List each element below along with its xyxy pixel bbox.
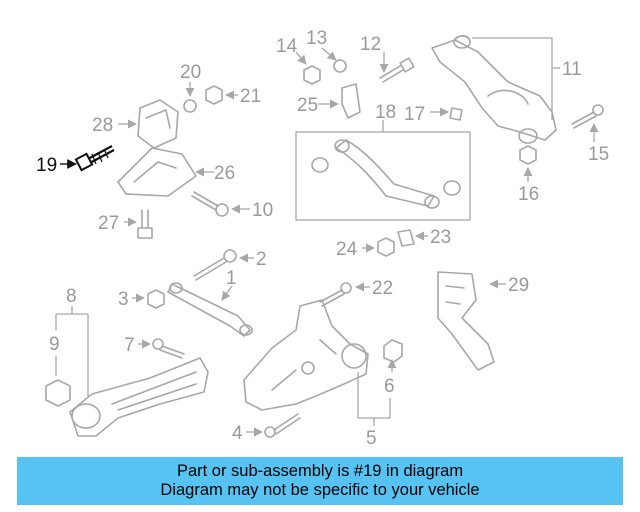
cap-part xyxy=(45,379,71,407)
callout-23: 23 xyxy=(430,227,451,248)
callout-12: 12 xyxy=(360,34,381,55)
bolt-part xyxy=(264,413,301,438)
assembly-box xyxy=(295,131,471,221)
trailing-arm-part xyxy=(69,357,209,437)
bolt-part xyxy=(379,57,415,83)
bolt-part xyxy=(193,249,237,281)
callout-16: 16 xyxy=(518,184,539,205)
callout-5: 5 xyxy=(366,428,377,449)
callout-17: 17 xyxy=(404,104,425,125)
nut-part xyxy=(147,289,165,309)
callout-26: 26 xyxy=(214,163,235,184)
mount-detail xyxy=(145,109,171,129)
link-arm-part xyxy=(311,139,461,209)
callout-15: 15 xyxy=(588,144,609,165)
callout-2: 2 xyxy=(256,249,267,270)
caption-line-1: Part or sub-assembly is #19 in diagram xyxy=(176,462,464,480)
lower-arm-part xyxy=(167,282,253,337)
subframe-mount-part xyxy=(117,147,197,197)
nut-part xyxy=(205,85,223,105)
callout-3: 3 xyxy=(118,289,129,310)
highlighted-bolt-19 xyxy=(74,145,115,172)
callout-9: 9 xyxy=(49,334,60,355)
washer-part xyxy=(183,99,197,113)
bolt-part xyxy=(571,104,604,129)
bracket-part xyxy=(341,83,361,119)
callout-4: 4 xyxy=(232,423,243,444)
callout-20: 20 xyxy=(180,62,201,83)
caption-line-2: Diagram may not be specific to your vehi… xyxy=(160,481,480,499)
callout-18: 18 xyxy=(375,102,396,123)
bolt-part xyxy=(137,209,153,239)
bolt-part xyxy=(191,191,229,217)
nut-part xyxy=(303,65,321,85)
callout-24: 24 xyxy=(336,239,358,260)
bolt-part xyxy=(319,282,352,307)
callout-10: 10 xyxy=(252,200,273,221)
callout-29: 29 xyxy=(508,275,529,296)
callout-8: 8 xyxy=(66,286,77,307)
callout-1: 1 xyxy=(226,268,237,289)
nut-part xyxy=(377,237,395,257)
bushing-part xyxy=(519,145,537,165)
control-arm-part xyxy=(431,34,557,144)
mount-part xyxy=(137,99,179,149)
clip-part xyxy=(397,229,415,247)
bolt-part xyxy=(152,338,185,359)
callout-7: 7 xyxy=(124,335,135,356)
callout-21: 21 xyxy=(240,86,261,107)
callout-11: 11 xyxy=(562,59,582,80)
bushing-part xyxy=(383,339,403,363)
callout-25: 25 xyxy=(297,95,318,116)
callout-13: 13 xyxy=(306,28,327,49)
callout-14: 14 xyxy=(276,36,298,57)
parts-diagram: 11 12 13 14 25 17 15 16 18 20 xyxy=(36,28,609,449)
callout-28: 28 xyxy=(92,115,113,136)
washer-part xyxy=(333,59,347,73)
sensor-bracket-part xyxy=(437,271,495,371)
callout-27: 27 xyxy=(98,213,119,234)
callout-19: 19 xyxy=(36,155,57,176)
knuckle-part xyxy=(243,299,369,411)
small-bolt-part xyxy=(449,107,463,121)
callout-6: 6 xyxy=(384,376,395,397)
caption-banner: Part or sub-assembly is #19 in diagram D… xyxy=(17,457,623,505)
mount-detail xyxy=(133,161,177,183)
callout-22: 22 xyxy=(372,278,393,299)
